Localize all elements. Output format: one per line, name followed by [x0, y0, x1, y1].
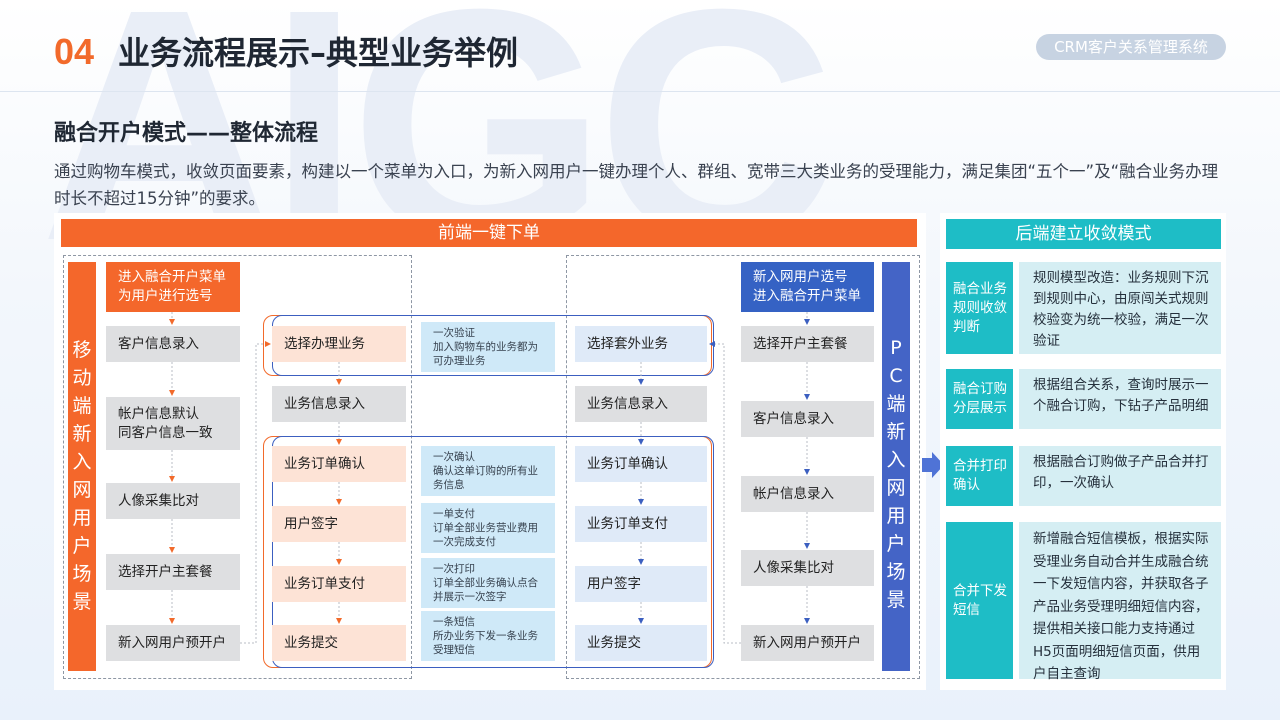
mid-right-step-1: 选择套外业务: [575, 326, 707, 362]
mobile-step-2: 帐户信息默认 同客户信息一致: [106, 397, 240, 450]
mid-right-step-6: 业务提交: [575, 625, 707, 661]
backend-row-4-text: 新增融合短信模板，根据实际受理业务自动合并生成融合统一下发短信内容，并获取各子产…: [1019, 522, 1221, 682]
mid-left-step-1: 选择办理业务: [272, 326, 406, 362]
pc-step-5: 新入网用户预开户: [741, 625, 874, 661]
backend-row-1-text: 规则模型改造：业务规则下沉到规则中心，由原闯关式规则校验变为统一校验，满足一次验…: [1019, 262, 1221, 354]
mid-left-step-4: 用户签字: [272, 506, 406, 542]
mobile-step-4: 选择开户主套餐: [106, 554, 240, 590]
pc-flow-frame: [566, 255, 920, 679]
mid-right-step-4: 业务订单支付: [575, 506, 707, 542]
mid-right-step-5: 用户签字: [575, 566, 707, 602]
mobile-step-5: 新入网用户预开户: [106, 625, 240, 661]
pc-side-label-text: PC端新入网用户场景: [886, 337, 906, 611]
section-description: 通过购物车模式，收敛页面要素，构建以一个菜单为入口，为新入网用户一键办理个人、群…: [54, 162, 1219, 208]
frontend-header: 前端一键下单: [61, 219, 917, 247]
mid-right-step-3: 业务订单确认: [575, 446, 707, 482]
section-subtitle: 融合开户模式——整体流程: [54, 121, 319, 146]
order-group-frame-blue: [272, 436, 714, 668]
pc-side-label: PC端新入网用户场景: [882, 262, 910, 671]
mid-left-step-6: 业务提交: [272, 625, 406, 661]
pc-step-3: 帐户信息录入: [741, 476, 874, 512]
mobile-side-label-text: 移动端新入网用户场景: [72, 339, 92, 613]
pc-entry-box: 新入网用户选号 进入融合开户菜单: [741, 262, 874, 312]
backend-row-2-text: 根据组合关系，查询时展示一个融合订购，下钻子产品明细: [1019, 369, 1221, 429]
to-backend-arrow-icon: [922, 452, 944, 478]
header-divider: [0, 91, 1280, 92]
backend-row-3-label: 合并打印 确认: [946, 446, 1013, 506]
note-sms: 一条短信 所办业务下发一条业务 受理短信: [421, 611, 555, 661]
pc-step-2: 客户信息录入: [741, 401, 874, 437]
pc-step-4: 人像采集比对: [741, 550, 874, 586]
backend-row-1-label: 融合业务 规则收敛 判断: [946, 262, 1013, 354]
pc-step-1: 选择开户主套餐: [741, 326, 874, 362]
backend-header: 后端建立收敛模式: [946, 219, 1221, 249]
system-badge: CRM客户关系管理系统: [1036, 34, 1226, 60]
backend-row-4-label: 合并下发 短信: [946, 522, 1013, 679]
mid-left-step-3: 业务订单确认: [272, 446, 406, 482]
backend-row-3-text: 根据融合订购做子产品合并打印，一次确认: [1019, 446, 1221, 506]
mobile-step-1: 客户信息录入: [106, 326, 240, 362]
note-confirm: 一次确认 确认这单订购的所有业 务信息: [421, 446, 555, 496]
mid-left-step-5: 业务订单支付: [272, 566, 406, 602]
section-number: 04: [54, 31, 95, 72]
note-pay: 一单支付 订单全部业务营业费用 一次完成支付: [421, 503, 555, 553]
mid-left-step-2: 业务信息录入: [272, 386, 406, 422]
note-verify: 一次验证 加入购物车的业务都为 可办理业务: [421, 322, 555, 372]
mobile-side-label: 移动端新入网用户场景: [68, 262, 96, 671]
mobile-step-3: 人像采集比对: [106, 483, 240, 519]
backend-row-2-label: 融合订购 分层展示: [946, 369, 1013, 429]
page-title: 业务流程展示–典型业务举例: [118, 34, 519, 72]
mobile-flow-frame: [63, 255, 412, 679]
mid-right-step-2: 业务信息录入: [575, 386, 707, 422]
note-print: 一次打印 订单全部业务确认点合 并展示一次签字: [421, 558, 555, 608]
mobile-entry-box: 进入融合开户菜单 为用户进行选号: [106, 262, 240, 312]
